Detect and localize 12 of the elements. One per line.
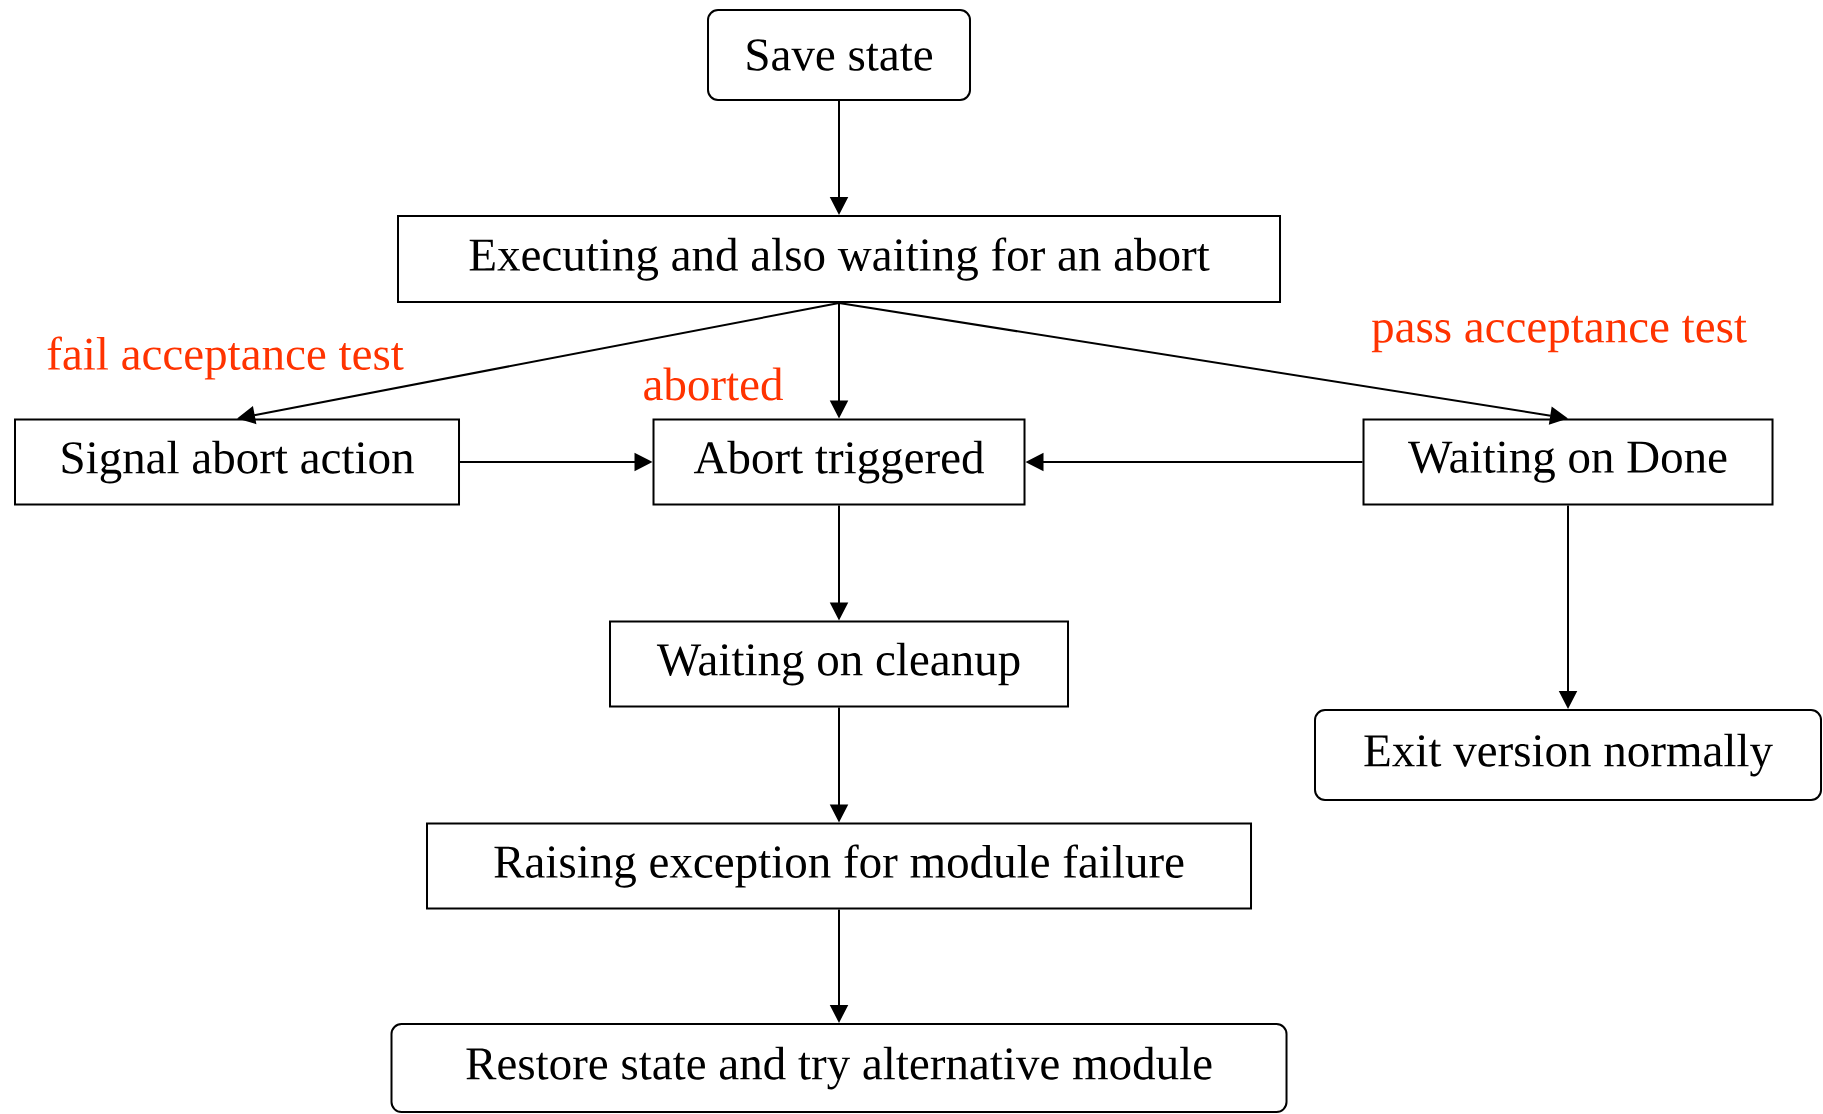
process-box: Waiting on cleanup [609, 620, 1069, 708]
process-box: Signal abort action [14, 418, 460, 506]
edge-label: aborted [640, 365, 786, 403]
rounded-box: Exit version normally [1314, 709, 1822, 801]
process-box: Raising exception for module failure [426, 822, 1252, 910]
edge-label: fail acceptance test [44, 334, 406, 382]
edge-label: pass acceptance test [1369, 313, 1749, 355]
rounded-box: Restore state and try alternative module [390, 1023, 1288, 1113]
process-box: Executing and also waiting for an abort [397, 215, 1281, 303]
process-box: Abort triggered [652, 418, 1026, 506]
process-box: Waiting on Done [1362, 418, 1774, 506]
rounded-box: Save state [707, 9, 971, 101]
